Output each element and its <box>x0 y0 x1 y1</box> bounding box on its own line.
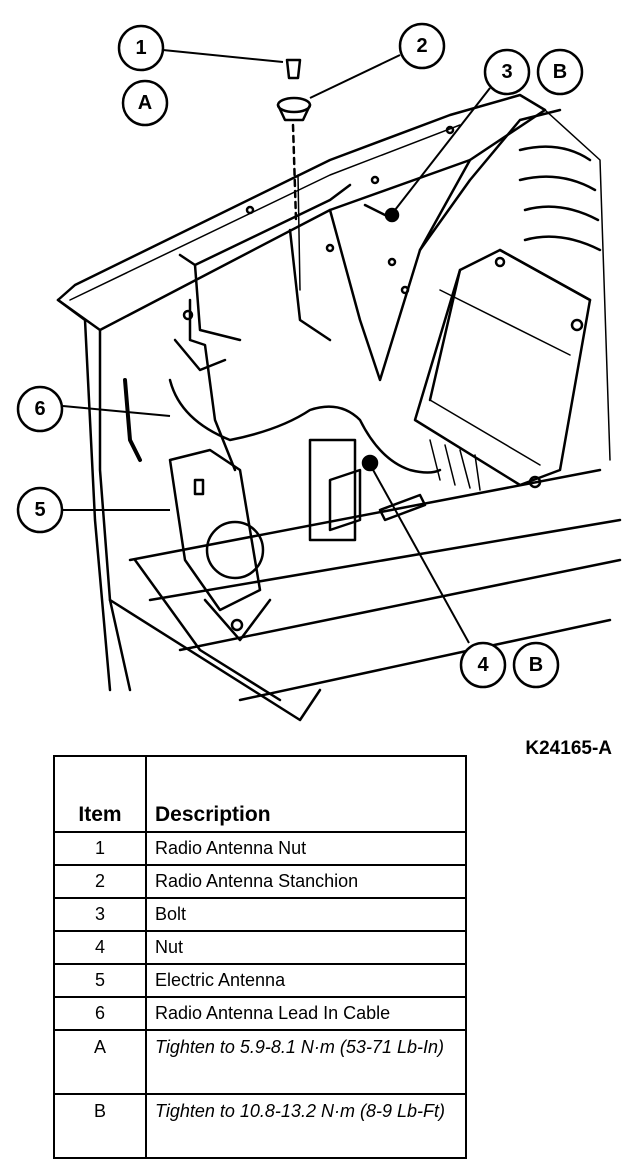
legend-description: Tighten to 5.9-8.1 N·m (53-71 Lb-In) <box>145 1029 467 1095</box>
figure-id: K24165-A <box>525 738 612 759</box>
legend-description: Radio Antenna Lead In Cable <box>145 996 467 1031</box>
electric-antenna-body <box>168 448 262 612</box>
legend-description: Bolt <box>145 897 467 932</box>
table-row: 5 Electric Antenna <box>53 963 467 998</box>
legend-header-description: Description <box>145 755 467 833</box>
callout-4: 4 <box>477 654 489 676</box>
table-row: 1 Radio Antenna Nut <box>53 831 467 866</box>
legend-header-item: Item <box>53 755 147 833</box>
callout-a: A <box>138 92 152 114</box>
antenna-installation-diagram: 1 2 3 B A 6 5 4 B <box>16 22 622 722</box>
table-row: 2 Radio Antenna Stanchion <box>53 864 467 899</box>
callout-3: 3 <box>501 61 512 83</box>
legend-description: Radio Antenna Nut <box>145 831 467 866</box>
legend-item: 6 <box>53 996 147 1031</box>
legend-item: 1 <box>53 831 147 866</box>
table-row: A Tighten to 5.9-8.1 N·m (53-71 Lb-In) <box>53 1029 467 1095</box>
legend-description: Nut <box>145 930 467 965</box>
callout-4-b: B <box>529 654 543 676</box>
legend-description: Tighten to 10.8-13.2 N·m (8-9 Lb-Ft) <box>145 1093 467 1159</box>
fender-panel <box>56 93 547 332</box>
lead-in-cable <box>168 378 442 474</box>
legend-item: 3 <box>53 897 147 932</box>
table-row: 4 Nut <box>53 930 467 965</box>
callout-2: 2 <box>416 35 427 57</box>
table-row: 3 Bolt <box>53 897 467 932</box>
legend-item: 2 <box>53 864 147 899</box>
legend-table: Item Description 1 Radio Antenna Nut 2 R… <box>53 755 467 1159</box>
table-row: B Tighten to 10.8-13.2 N·m (8-9 Lb-Ft) <box>53 1093 467 1159</box>
legend-description: Electric Antenna <box>145 963 467 998</box>
legend-item: A <box>53 1029 147 1095</box>
callout-5: 5 <box>34 499 45 521</box>
legend-item: B <box>53 1093 147 1159</box>
legend-header-row: Item Description <box>53 755 467 833</box>
callout-1: 1 <box>135 37 146 59</box>
callout-3-b: B <box>553 61 567 83</box>
legend-item: 4 <box>53 930 147 965</box>
callout-6: 6 <box>34 398 45 420</box>
table-row: 6 Radio Antenna Lead In Cable <box>53 996 467 1031</box>
legend-item: 5 <box>53 963 147 998</box>
legend-description: Radio Antenna Stanchion <box>145 864 467 899</box>
